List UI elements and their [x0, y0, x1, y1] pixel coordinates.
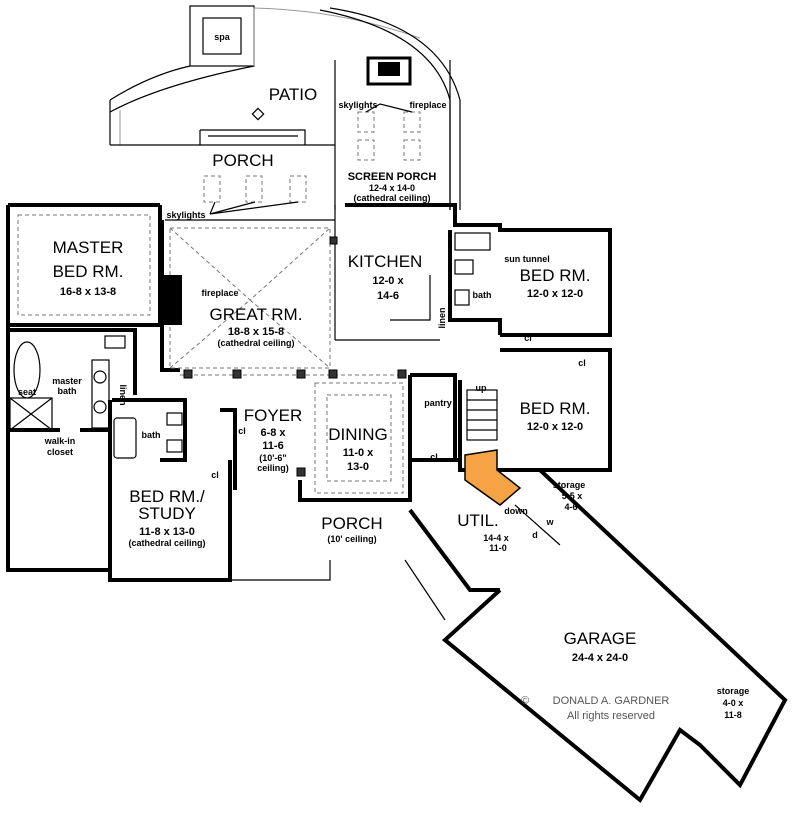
storage-garage-size2: 11-8	[724, 710, 742, 720]
util-dryer: d	[532, 530, 538, 540]
study-name2: STUDY	[138, 504, 196, 523]
garage-size: 24-4 x 24-0	[572, 652, 628, 664]
walk-in-closet-name1: walk-in	[44, 436, 76, 446]
kitchen-name: KITCHEN	[348, 252, 423, 271]
foyer-cl: cl	[238, 426, 246, 436]
stairs	[464, 389, 522, 506]
study-name1: BED RM./	[129, 487, 205, 506]
storage-small-size1: 5-5 x	[562, 491, 583, 501]
patio-outline	[109, 7, 461, 210]
master-bed-size: 16-8 x 13-8	[60, 286, 116, 298]
sun-tunnel-label: sun tunnel	[504, 254, 550, 264]
storage-small-name: storage	[553, 480, 586, 490]
stairs-up: up	[476, 383, 487, 393]
walk-in-closet-name2: closet	[47, 447, 73, 457]
copyright-rights: All rights reserved	[567, 710, 655, 722]
bath-upper-label: bath	[473, 290, 492, 300]
bath-fixtures	[9, 232, 491, 459]
foyer-size2: 11-6	[262, 440, 283, 452]
master-bed-name2: BED RM.	[53, 262, 124, 281]
ceiling-lines	[17, 214, 405, 494]
util-size1: 14-4 x	[483, 533, 509, 543]
skylights-screen-label: skylights	[338, 100, 377, 110]
rear-porch-label: PORCH	[212, 151, 273, 170]
spa-label: spa	[214, 32, 231, 42]
bed-lower-cl: cl	[578, 358, 586, 368]
master-bath-name1: master	[52, 376, 82, 386]
fireplace-screen-label: fireplace	[409, 100, 446, 110]
master-bath-name2: bath	[58, 386, 77, 396]
dining-size1: 11-0 x	[343, 447, 374, 459]
util-name: UTIL.	[457, 511, 499, 530]
pantry-cl: cl	[430, 452, 438, 462]
bed-upper-cl: cl	[524, 333, 532, 343]
garage	[441, 468, 788, 804]
garage-name: GARAGE	[564, 629, 637, 648]
master-bath-linen: linen	[118, 384, 128, 405]
front-porch-note: (10' ceiling)	[327, 534, 376, 544]
posts	[160, 236, 407, 477]
storage-small-size2: 4-6	[564, 502, 577, 512]
util-size2: 11-0	[489, 543, 507, 553]
screen-porch-name: SCREEN PORCH	[348, 171, 437, 183]
copyright-owner: DONALD A. GARDNER	[553, 695, 670, 707]
great-rm-fireplace: fireplace	[201, 288, 238, 298]
dining-name: DINING	[328, 425, 388, 444]
bed-lower-size: 12-0 x 12-0	[527, 421, 583, 433]
bed-lower-name: BED RM.	[520, 399, 591, 418]
front-porch-name: PORCH	[321, 514, 382, 533]
bath-study-label: bath	[142, 430, 161, 440]
skylights-rear-label: skylights	[166, 210, 205, 220]
master-bed-name1: MASTER	[53, 238, 124, 257]
storage-garage-name: storage	[717, 686, 750, 696]
study-note: (cathedral ceiling)	[128, 538, 205, 548]
screen-porch-size: 12-4 x 14-0	[369, 183, 415, 193]
patio-label: PATIO	[269, 85, 318, 104]
bed-upper-name: BED RM.	[520, 266, 591, 285]
stair-highlight	[464, 449, 522, 506]
rear-porch	[110, 144, 335, 215]
study-cl: cl	[211, 470, 219, 480]
great-rm-name: GREAT RM.	[210, 305, 303, 324]
kitchen-size2: 14-6	[377, 290, 399, 302]
stairs-down: down	[504, 506, 528, 516]
copyright-icon: ©	[521, 695, 529, 707]
foyer-note1: (10'-6"	[259, 453, 286, 463]
dining-size2: 13-0	[347, 461, 369, 473]
seat-label: seat	[18, 387, 36, 397]
foyer-name: FOYER	[244, 406, 303, 425]
bed-upper-size: 12-0 x 12-0	[527, 288, 583, 300]
great-rm-note: (cathedral ceiling)	[217, 338, 294, 348]
screen-porch	[334, 56, 451, 210]
util-washer: w	[545, 517, 554, 527]
pantry-label: pantry	[424, 398, 452, 408]
kitchen-size1: 12-0 x	[372, 275, 404, 287]
study-size: 11-8 x 13-0	[139, 526, 195, 538]
foyer-note2: ceiling)	[257, 463, 289, 473]
storage-garage-size1: 4-0 x	[723, 698, 744, 708]
kitchen-linen: linen	[437, 307, 447, 328]
foyer-size1: 6-8 x	[260, 427, 286, 439]
great-rm-size: 18-8 x 15-8	[228, 326, 284, 338]
screen-porch-note: (cathedral ceiling)	[353, 193, 430, 203]
